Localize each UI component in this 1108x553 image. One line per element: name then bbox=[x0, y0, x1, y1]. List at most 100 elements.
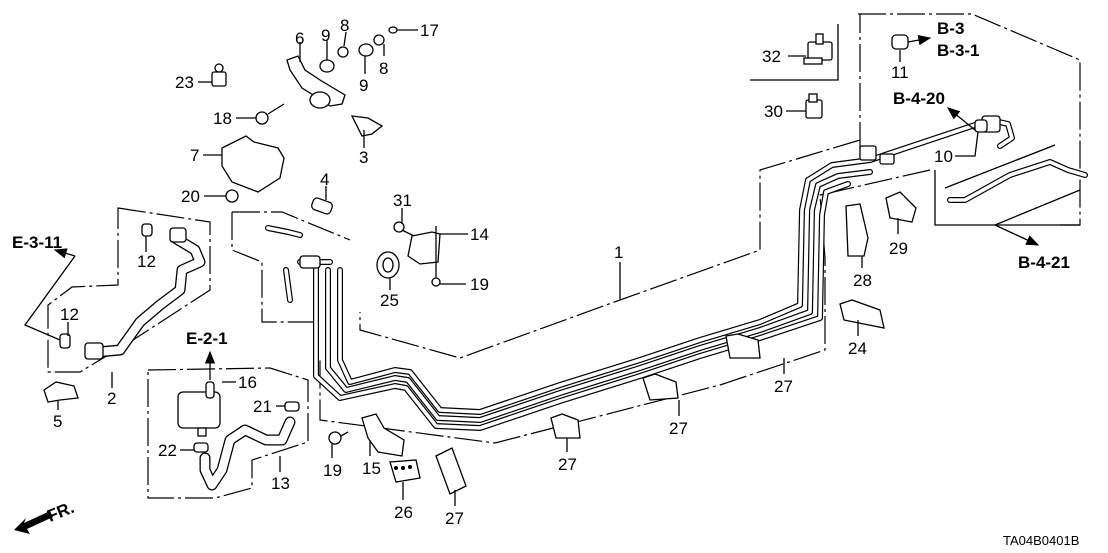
callout-17: 17 bbox=[420, 21, 439, 40]
callout-32: 32 bbox=[762, 47, 781, 66]
diagram-code: TA04B0401B bbox=[1003, 533, 1079, 548]
part-3-clip[interactable] bbox=[350, 115, 384, 137]
callout-8b: 8 bbox=[379, 59, 388, 78]
part-19-bolt-lower[interactable] bbox=[328, 431, 349, 445]
part-16-damper[interactable] bbox=[177, 381, 221, 437]
front-label: FR. bbox=[44, 498, 77, 526]
parts bbox=[43, 26, 988, 495]
callout-13: 13 bbox=[271, 474, 290, 493]
callout-11: 11 bbox=[891, 63, 909, 82]
callout-26: 26 bbox=[394, 503, 413, 522]
part-12-clip[interactable] bbox=[59, 333, 71, 349]
part-21-clamp[interactable] bbox=[284, 401, 300, 412]
callout-29: 29 bbox=[889, 239, 908, 258]
callout-31: 31 bbox=[393, 191, 412, 210]
hose-2 bbox=[84, 227, 206, 360]
part-26-grommet[interactable] bbox=[389, 459, 421, 483]
callout-4: 4 bbox=[320, 170, 329, 189]
part-27-clip[interactable] bbox=[725, 333, 761, 359]
callout-27c: 27 bbox=[669, 419, 688, 438]
part-27-clip[interactable] bbox=[550, 413, 581, 439]
leader-lines bbox=[23, 24, 1081, 506]
callout-28: 28 bbox=[853, 271, 872, 290]
part-11-clip[interactable] bbox=[891, 34, 909, 50]
hose-13 bbox=[199, 416, 296, 491]
pipe-joint bbox=[879, 153, 895, 165]
part-9-grommet[interactable] bbox=[319, 59, 335, 73]
part-4-clip[interactable] bbox=[311, 197, 334, 215]
ref-b-3-1[interactable]: B-3-1 bbox=[937, 41, 980, 60]
callout-7: 7 bbox=[190, 146, 199, 165]
callout-8a: 8 bbox=[340, 16, 349, 35]
part-17-washer[interactable] bbox=[388, 26, 398, 34]
group-boundaries bbox=[47, 13, 1081, 499]
hose-group-13-outline bbox=[147, 367, 309, 499]
callout-9b: 9 bbox=[359, 76, 368, 95]
part-5-clamp[interactable] bbox=[43, 381, 79, 403]
b-4-21-box bbox=[934, 170, 1080, 226]
ref-b-4-20[interactable]: B-4-20 bbox=[893, 89, 945, 108]
part-12-clip[interactable] bbox=[141, 223, 153, 237]
callout-24: 24 bbox=[848, 339, 867, 358]
callout-3: 3 bbox=[359, 148, 368, 167]
part-14-bracket[interactable] bbox=[407, 231, 441, 265]
part-25-grommet[interactable] bbox=[376, 251, 400, 279]
part-8-nut[interactable] bbox=[337, 46, 349, 58]
callout-20: 20 bbox=[181, 187, 200, 206]
ref-b-4-21[interactable]: B-4-21 bbox=[1018, 253, 1070, 272]
callout-5: 5 bbox=[53, 412, 62, 431]
callout-16: 16 bbox=[238, 373, 257, 392]
callout-1: 1 bbox=[614, 243, 623, 262]
ref-e-3-11[interactable]: E-3-11 bbox=[12, 233, 62, 252]
front-arrow-icon bbox=[14, 511, 53, 534]
callout-22: 22 bbox=[158, 441, 177, 460]
callout-27d: 27 bbox=[774, 377, 793, 396]
part-23-clip[interactable] bbox=[211, 63, 227, 87]
upper-pipe-box-outline bbox=[231, 211, 351, 323]
callout-12a: 12 bbox=[137, 252, 156, 271]
callout-14: 14 bbox=[470, 225, 489, 244]
callout-10: 10 bbox=[934, 147, 953, 166]
callout-30: 30 bbox=[764, 102, 783, 121]
part-27-clip[interactable] bbox=[642, 373, 679, 401]
callout-6: 6 bbox=[295, 29, 304, 48]
part-27-clip[interactable] bbox=[435, 447, 467, 495]
part-32-sensor[interactable] bbox=[803, 33, 833, 65]
main-pipe-region-outline bbox=[319, 13, 1081, 444]
part-18-bolt[interactable] bbox=[255, 103, 285, 125]
part-22-clamp[interactable] bbox=[193, 442, 209, 453]
part-10-clip[interactable] bbox=[974, 119, 988, 133]
part-24-clip[interactable] bbox=[839, 299, 885, 329]
callout-9a: 9 bbox=[321, 26, 330, 45]
part-6-bracket[interactable] bbox=[286, 55, 346, 109]
part-15-bracket[interactable] bbox=[361, 413, 405, 457]
pipe-joint bbox=[299, 255, 321, 269]
main-pipe-assembly bbox=[265, 115, 1088, 431]
pipe-connector bbox=[859, 145, 877, 161]
part-29-clip[interactable] bbox=[885, 191, 917, 223]
ref-e-2-1[interactable]: E-2-1 bbox=[186, 329, 228, 348]
callout-27b: 27 bbox=[558, 455, 577, 474]
part-9-grommet[interactable] bbox=[358, 43, 374, 57]
callout-15: 15 bbox=[362, 459, 381, 478]
callout-25: 25 bbox=[380, 291, 399, 310]
callout-23: 23 bbox=[175, 73, 194, 92]
part-19-bolt[interactable] bbox=[431, 226, 441, 287]
hose-group-2-outline bbox=[47, 207, 211, 373]
part-20-nut[interactable] bbox=[225, 189, 239, 203]
part-28-clip[interactable] bbox=[845, 203, 869, 257]
part-7-shield[interactable] bbox=[221, 135, 285, 193]
callout-19a: 19 bbox=[470, 275, 489, 294]
ref-b-3[interactable]: B-3 bbox=[937, 19, 964, 38]
front-direction-indicator: FR. bbox=[14, 498, 77, 534]
part-8-nut[interactable] bbox=[373, 34, 385, 46]
part-31-bolt[interactable] bbox=[393, 221, 415, 237]
callout-labels: 1 2 3 4 5 6 7 8 8 9 9 10 11 12 12 13 14 … bbox=[53, 16, 953, 528]
callout-21: 21 bbox=[253, 397, 272, 416]
callout-2: 2 bbox=[107, 389, 116, 408]
callout-12b: 12 bbox=[60, 305, 79, 324]
part-30-clip[interactable] bbox=[805, 93, 823, 119]
callout-27a: 27 bbox=[445, 509, 464, 528]
callout-18: 18 bbox=[213, 109, 232, 128]
